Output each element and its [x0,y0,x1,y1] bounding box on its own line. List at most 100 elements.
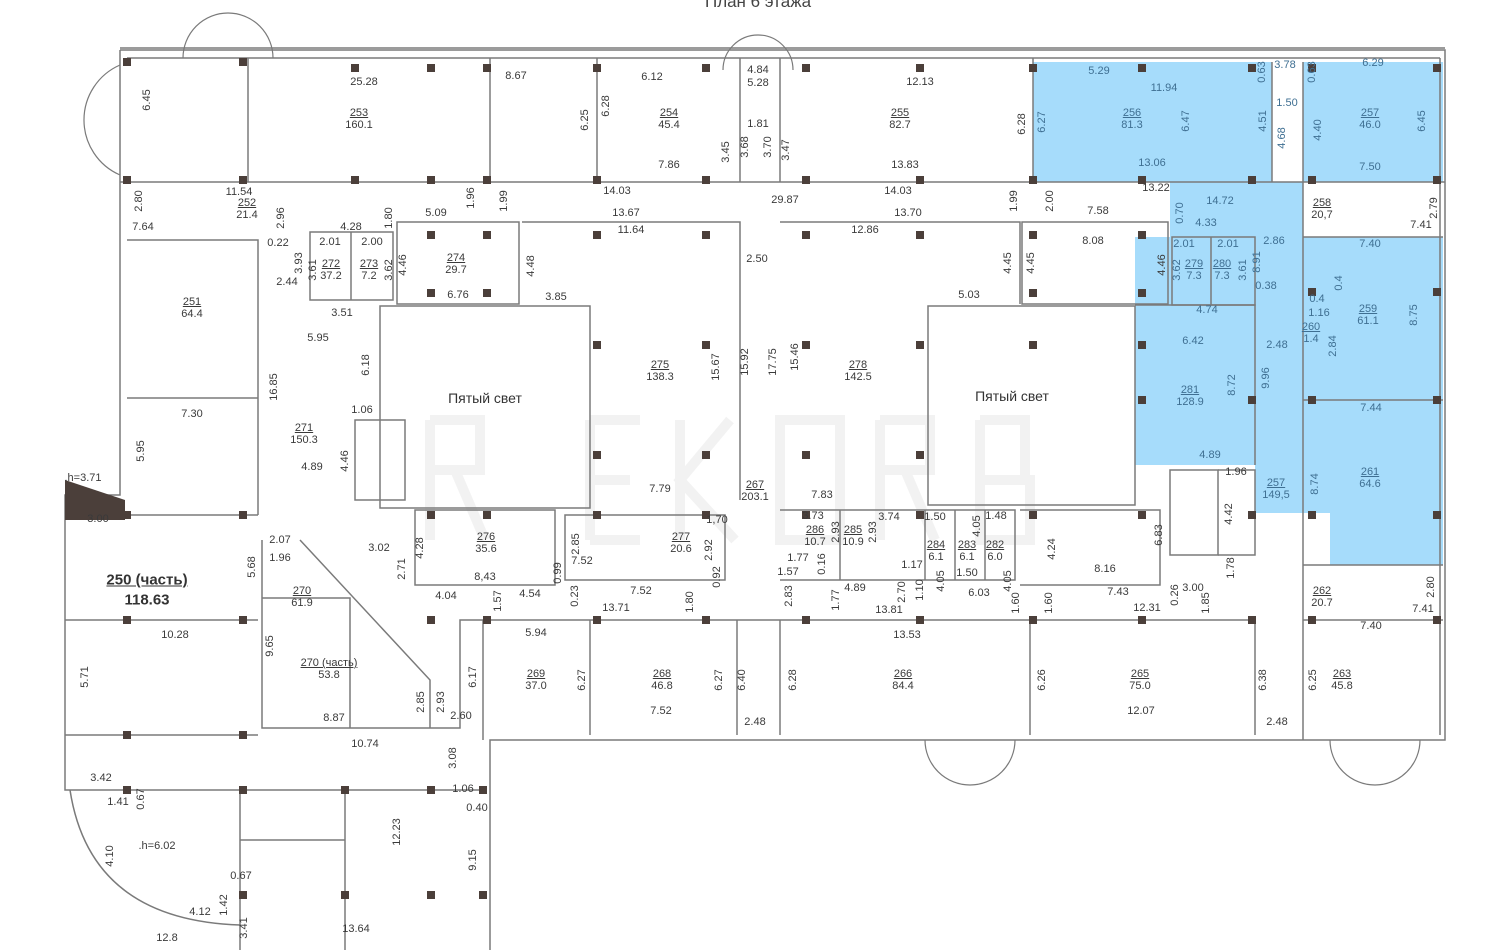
dimension-label: 13.53 [893,629,921,641]
dimension-label: 6.76 [447,289,469,301]
room-area: 142.5 [844,371,872,383]
room-area: 150.3 [290,434,318,446]
dimension-label: 1.80 [383,207,395,229]
column [239,731,247,739]
dimension-label: 5.29 [1088,65,1110,77]
dimension-label: 8.74 [1309,473,1321,495]
column [1433,511,1441,519]
highlight-area [1303,62,1443,182]
dimension-label: 3.42 [90,772,112,784]
column [239,616,247,624]
room-number: 272 [321,258,341,270]
room-area: 37.0 [525,680,547,692]
column [123,176,131,184]
dimension-label: 6.38 [1257,669,1269,691]
column [239,786,247,794]
room-number: 273 [359,258,379,270]
dimension-label: 13.71 [602,602,630,614]
room-number: 270 [292,585,312,597]
column [1308,616,1316,624]
height-note: .h=6.02 [138,840,176,852]
room-270[interactable]: 270 (часть)53.8 [301,657,358,681]
dimension-label: 10.28 [161,629,189,641]
room-area: 46.8 [651,680,673,692]
room-number: 270 (часть) [300,657,358,669]
dimension-label: 2.79 [1428,197,1440,219]
column [802,451,810,459]
column [427,511,435,519]
room-250-feature[interactable]: 250 (часть) 118.63 [106,572,187,609]
dimension-label: 5.09 [425,207,447,219]
column [1138,289,1146,297]
dimension-label: 1.81 [747,118,769,130]
column [1433,396,1441,404]
dimension-label: 15.92 [739,348,751,376]
dimension-label: 7.64 [132,221,154,233]
column [802,341,810,349]
column [341,891,349,899]
dimension-label: 6.27 [576,669,588,691]
column [916,231,924,239]
room-number: 275 [650,359,670,371]
room-number: 256 [1122,107,1142,119]
room-area: 128.9 [1176,396,1204,408]
dimension-label: 4.28 [340,221,362,233]
dimension-label: 8.87 [323,712,345,724]
dimension-label: 2.83 [783,585,795,607]
dimension-label: 13.67 [612,207,640,219]
column [1029,511,1037,519]
dimension-label: 6.83 [1153,524,1165,546]
dimension-label: 1.10 [914,579,926,601]
dimension-label: 4.54 [519,588,541,600]
dimension-label: 1.57 [492,590,504,612]
dimension-label: 7.41 [1410,219,1432,231]
dimension-label: 3.41 [238,917,250,939]
column [427,891,435,899]
room-number: 278 [848,359,868,371]
wall-line [396,221,520,305]
dimension-label: 5.03 [958,289,980,301]
dimension-label: 2.00 [361,236,383,248]
wall-line [127,239,259,515]
column [239,891,247,899]
dimension-label: 2.93 [435,691,447,713]
dimension-label: 2.93 [830,521,842,543]
highlight-area [1303,237,1443,513]
